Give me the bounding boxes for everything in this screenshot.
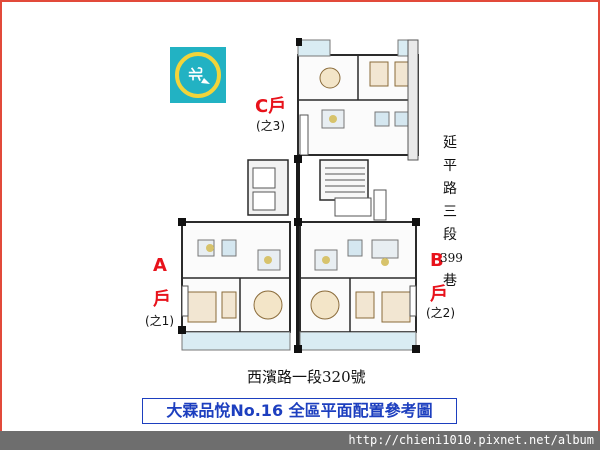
unit-a-sublabel: (之1)	[145, 314, 174, 328]
unit-a-label-hu: 戶	[153, 289, 171, 310]
unit-b-label-letter: B	[430, 250, 444, 271]
watermark-bar: http://chieni1010.pixnet.net/album	[0, 431, 600, 450]
street-char: 延	[443, 135, 457, 151]
unit-c-sublabel: (之3)	[256, 119, 285, 133]
unit-b-label-hu: 戶	[430, 284, 448, 305]
unit-a-plan	[181, 221, 291, 351]
street-char: 巷	[443, 273, 457, 289]
street-char: 三	[443, 204, 457, 220]
unit-c-plan	[297, 39, 419, 161]
street-name-vertical: 延 平 路 三 段 399 巷	[440, 132, 463, 293]
structural-columns	[178, 38, 420, 353]
street-name-horizontal: 西濱路一段320號	[247, 368, 366, 386]
unit-b-plan	[299, 221, 417, 351]
unit-a-label-letter: A	[153, 255, 167, 276]
unit-c-label: C戶	[255, 96, 287, 117]
street-char: 399	[440, 251, 463, 265]
street-char: 平	[443, 158, 457, 174]
street-char: 路	[443, 181, 457, 197]
core-area-plan	[247, 155, 387, 350]
north-arrow-icon	[175, 52, 221, 98]
compass: 北	[170, 47, 226, 103]
compass-north-glyph: 北	[189, 67, 205, 81]
street-char: 段	[443, 227, 457, 243]
unit-b-sublabel: (之2)	[426, 306, 455, 320]
caption-box: 大霖品悅No.16 全區平面配置參考圖	[142, 398, 457, 424]
